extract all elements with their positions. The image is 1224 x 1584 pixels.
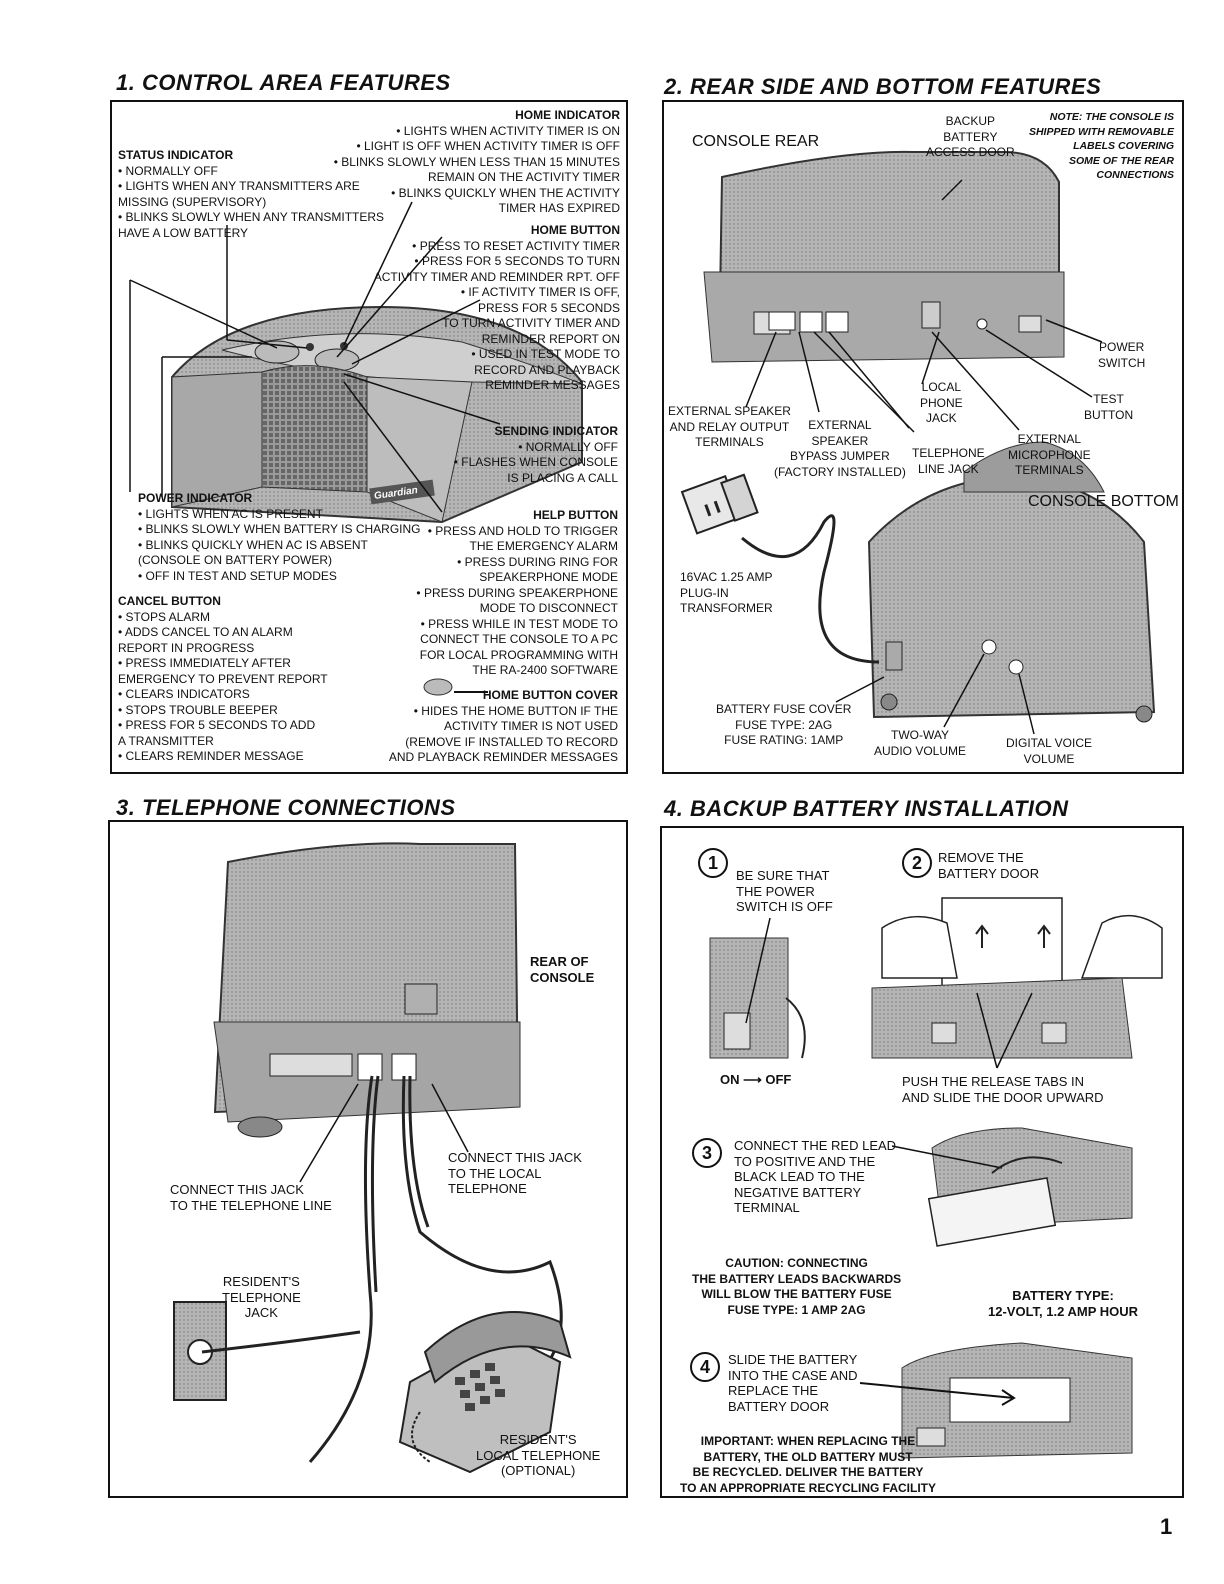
connect-telephone-line-label: CONNECT THIS JACK TO THE TELEPHONE LINE (170, 1182, 332, 1213)
residents-phone-label: RESIDENT'S LOCAL TELEPHONE (OPTIONAL) (476, 1432, 601, 1478)
ext-microphone-label: EXTERNAL MICROPHONE TERMINALS (1008, 432, 1091, 477)
power-indicator-text: • LIGHTS WHEN AC IS PRESENT • BLINKS SLO… (138, 506, 421, 583)
home-button-cover-text: • HIDES THE HOME BUTTON IF THE ACTIVITY … (388, 703, 618, 765)
recycling-notice: IMPORTANT: WHEN REPLACING THE BATTERY, T… (680, 1434, 937, 1495)
battery-installation-illustration (709, 897, 1163, 1459)
step-3-text: CONNECT THE RED LEAD TO POSITIVE AND THE… (734, 1138, 897, 1215)
local-phone-jack-label: LOCAL PHONE JACK (920, 380, 963, 425)
digital-voice-label: DIGITAL VOICE VOLUME (1006, 736, 1093, 766)
section-4-title: 4. BACKUP BATTERY INSTALLATION (664, 796, 1069, 821)
section-1-title: 1. CONTROL AREA FEATURES (116, 70, 451, 95)
control-area-panel: HOME INDICATOR • LIGHTS WHEN ACTIVITY TI… (110, 100, 628, 774)
page-number: 1 (1160, 1514, 1173, 1539)
section-3-title: 3. TELEPHONE CONNECTIONS (116, 795, 456, 820)
push-tabs-text: PUSH THE RELEASE TABS IN AND SLIDE THE D… (902, 1074, 1104, 1105)
sending-indicator-text: • NORMALLY OFF • FLASHES WHEN CONSOLE IS… (453, 439, 618, 485)
caution-text: CAUTION: CONNECTING THE BATTERY LEADS BA… (692, 1256, 902, 1317)
step-4-number: 4 (690, 1352, 720, 1382)
step-4-text: SLIDE THE BATTERY INTO THE CASE AND REPL… (728, 1352, 858, 1414)
ext-speaker-relay-label: EXTERNAL SPEAKER AND RELAY OUTPUT TERMIN… (668, 404, 791, 449)
power-indicator-heading: POWER INDICATOR (138, 491, 253, 505)
status-indicator-block: STATUS INDICATOR • NORMALLY OFF • LIGHTS… (118, 148, 384, 241)
home-button-cover-block: HOME BUTTON COVER • HIDES THE HOME BUTTO… (389, 688, 618, 766)
backup-battery-door-label: BACKUP BATTERY ACCESS DOOR (926, 114, 1015, 159)
rear-of-console-label: REAR OF CONSOLE (530, 954, 595, 985)
residents-jack-label: RESIDENT'S TELEPHONE JACK (222, 1274, 301, 1320)
home-button-heading: HOME BUTTON (530, 223, 620, 237)
step-3-number: 3 (692, 1138, 722, 1168)
cancel-button-heading: CANCEL BUTTON (118, 594, 221, 608)
rear-bottom-panel: CONSOLE REAR BACKUP BATTERY ACCESS DOOR … (662, 100, 1184, 774)
step-1-text: BE SURE THAT THE POWER SWITCH IS OFF (736, 868, 833, 914)
battery-fuse-cover-label: BATTERY FUSE COVER FUSE TYPE: 2AG FUSE R… (716, 702, 852, 747)
battery-type-text: BATTERY TYPE: 12-VOLT, 1.2 AMP HOUR (988, 1288, 1139, 1319)
status-indicator-text: • NORMALLY OFF • LIGHTS WHEN ANY TRANSMI… (118, 163, 385, 240)
help-button-block: HELP BUTTON • PRESS AND HOLD TO TRIGGER … (416, 508, 618, 679)
home-button-cover-heading: HOME BUTTON COVER (482, 688, 618, 702)
console-bottom-label: CONSOLE BOTTOM (1028, 493, 1179, 510)
console-rear-and-bottom-illustration (680, 150, 1156, 735)
home-indicator-block: HOME INDICATOR • LIGHTS WHEN ACTIVITY TI… (334, 108, 620, 217)
home-button-block: HOME BUTTON • PRESS TO RESET ACTIVITY TI… (374, 223, 620, 394)
telephone-line-jack-label: TELEPHONE LINE JACK (912, 446, 985, 476)
console-rear-label: CONSOLE REAR (692, 133, 820, 150)
step-2-text: REMOVE THE BATTERY DOOR (938, 850, 1040, 881)
power-indicator-block: POWER INDICATOR • LIGHTS WHEN AC IS PRES… (138, 491, 421, 584)
sending-indicator-block: SENDING INDICATOR • NORMALLY OFF • FLASH… (454, 424, 618, 486)
ext-speaker-bypass-label: EXTERNAL SPEAKER BYPASS JUMPER (FACTORY … (774, 418, 906, 479)
cancel-button-block: CANCEL BUTTON • STOPS ALARM • ADDS CANCE… (118, 594, 328, 765)
help-button-text: • PRESS AND HOLD TO TRIGGER THE EMERGENC… (416, 523, 618, 678)
battery-installation-panel: 1 BE SURE THAT THE POWER SWITCH IS OFF O… (660, 826, 1184, 1498)
section-2-title: 2. REAR SIDE AND BOTTOM FEATURES (664, 74, 1102, 99)
test-button-label: TEST BUTTON (1084, 392, 1134, 422)
home-indicator-text: • LIGHTS WHEN ACTIVITY TIMER IS ON • LIG… (333, 123, 620, 216)
transformer-label: 16VAC 1.25 AMP PLUG-IN TRANSFORMER (680, 570, 773, 615)
telephone-connections-panel: REAR OF CONSOLE CONNECT THIS JACK TO THE… (108, 820, 628, 1498)
step-1-number: 1 (698, 848, 728, 878)
step-2-number: 2 (902, 848, 932, 878)
home-indicator-heading: HOME INDICATOR (515, 108, 620, 122)
status-indicator-heading: STATUS INDICATOR (118, 148, 234, 162)
shipping-note: NOTE: THE CONSOLE IS SHIPPED WITH REMOVA… (1028, 111, 1174, 181)
telephone-connections-illustration (173, 842, 572, 1474)
connect-local-phone-label: CONNECT THIS JACK TO THE LOCAL TELEPHONE (448, 1150, 582, 1196)
power-switch-label: POWER SWITCH (1098, 340, 1146, 370)
help-button-heading: HELP BUTTON (533, 508, 618, 522)
cancel-button-text: • STOPS ALARM • ADDS CANCEL TO AN ALARM … (118, 609, 328, 764)
two-way-audio-label: TWO-WAY AUDIO VOLUME (874, 728, 967, 758)
console-front-illustration (129, 201, 583, 696)
on-off-label: ON ⟶ OFF (720, 1072, 792, 1087)
home-button-text: • PRESS TO RESET ACTIVITY TIMER • PRESS … (373, 238, 620, 393)
sending-indicator-heading: SENDING INDICATOR (494, 424, 618, 438)
